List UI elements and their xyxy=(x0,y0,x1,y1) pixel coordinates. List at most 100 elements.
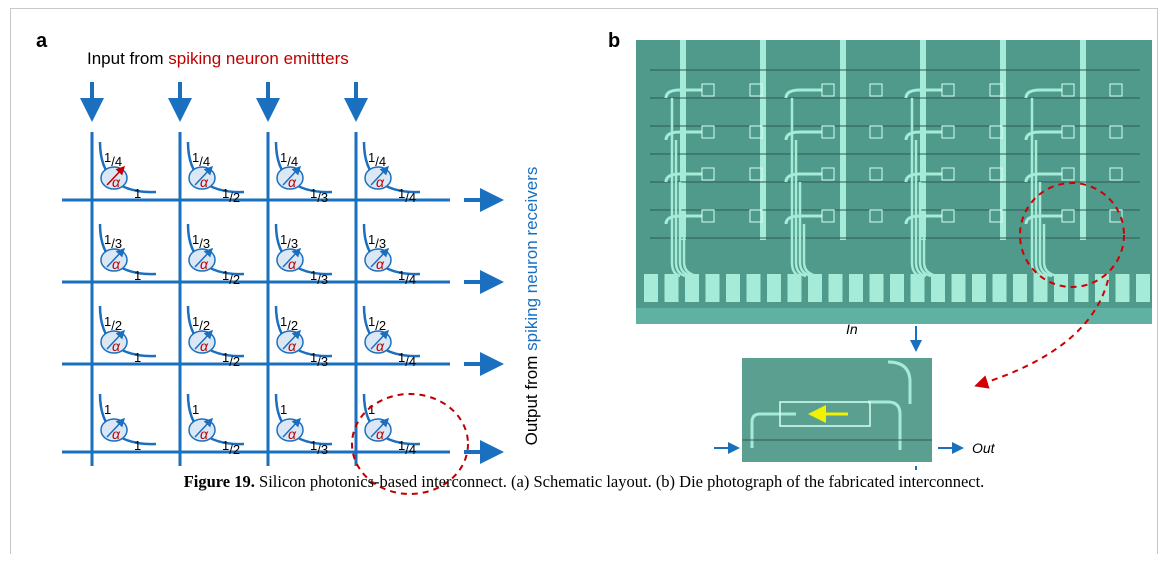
alpha-symbol: α xyxy=(376,256,385,272)
bond-pad xyxy=(951,274,966,302)
device-trace xyxy=(784,130,822,141)
device-coupler xyxy=(869,209,883,223)
device-coupler xyxy=(941,167,955,181)
device-coupler xyxy=(1061,125,1075,139)
bond-pad xyxy=(808,274,822,302)
coupler-direction-arrow xyxy=(370,165,390,186)
bond-pad xyxy=(849,274,863,302)
device-coupler xyxy=(821,209,835,223)
device-coupler xyxy=(749,125,763,139)
alpha-symbol: α xyxy=(200,174,209,190)
column-ratio-label: 1 xyxy=(134,350,141,365)
output-trace xyxy=(674,140,687,278)
feed-trace xyxy=(840,40,846,240)
alpha-symbol: α xyxy=(288,426,297,442)
alpha-symbol: α xyxy=(376,174,385,190)
coupler-direction-arrow xyxy=(282,165,302,186)
device-trace xyxy=(904,172,942,183)
device-coupler xyxy=(989,167,1003,181)
alpha-symbol: α xyxy=(200,338,209,354)
alpha-symbol: α xyxy=(112,338,121,354)
device-trace xyxy=(1024,172,1062,183)
highlight-circle xyxy=(1019,182,1125,288)
device-coupler xyxy=(701,167,715,181)
bond-pad xyxy=(1095,274,1109,302)
bond-pad xyxy=(726,274,740,302)
device-coupler xyxy=(1109,83,1123,97)
bond-pad xyxy=(890,274,904,302)
bond-pad xyxy=(1136,274,1150,302)
column-ratio-label: 1 xyxy=(134,186,141,201)
device-coupler xyxy=(1061,167,1075,181)
device-coupler xyxy=(989,209,1003,223)
output-heading: Output from spiking neuron receivers xyxy=(522,167,541,446)
zoom-trace xyxy=(750,412,796,448)
row-ratio-label: 1/3 xyxy=(104,232,122,251)
device-coupler xyxy=(1061,83,1075,97)
alpha-symbol: α xyxy=(200,426,209,442)
device-coupler xyxy=(1109,209,1123,223)
device-coupler xyxy=(869,125,883,139)
coupler-direction-arrow xyxy=(106,329,126,350)
row-ratio-label: 1 xyxy=(104,402,111,417)
die-photograph: In Out xyxy=(636,40,1152,470)
column-ratio-label: 1/4 xyxy=(398,438,416,457)
column-ratio-label: 1/3 xyxy=(310,350,328,369)
figure-caption: Figure 19. Silicon photonics-based inter… xyxy=(183,472,985,491)
row-ratio-label: 1/2 xyxy=(104,314,122,333)
bond-pad xyxy=(767,274,781,302)
coupler-direction-arrow xyxy=(194,329,214,350)
row-ratio-label: 1 xyxy=(280,402,287,417)
device-trace xyxy=(784,214,822,225)
device-coupler xyxy=(1061,209,1075,223)
coupler-direction-arrow xyxy=(106,247,126,268)
crossbar-grid: α1/41α1/41/2α1/41/3α1/41/4α1/31α1/31/2α1… xyxy=(62,82,504,495)
highlight-circle xyxy=(351,393,469,495)
device-coupler xyxy=(821,167,835,181)
device-trace xyxy=(1024,214,1062,225)
device-trace xyxy=(664,130,702,141)
device-coupler xyxy=(701,83,715,97)
zoom-connector-arrow xyxy=(974,279,1109,389)
device-coupler xyxy=(701,209,715,223)
row-ratio-label: 1/4 xyxy=(368,150,386,169)
column-ratio-label: 1/3 xyxy=(310,268,328,287)
bond-pad xyxy=(705,274,720,302)
panel-a-label: a xyxy=(36,30,48,52)
schematic-diagram: Input from spiking neuron emittters Outp… xyxy=(62,49,541,495)
coupler-direction-arrow xyxy=(282,329,302,350)
device-coupler xyxy=(821,83,835,97)
row-ratio-label: 1/3 xyxy=(368,232,386,251)
device-coupler xyxy=(821,125,835,139)
device-trace xyxy=(1024,130,1062,141)
device-trace xyxy=(664,88,702,99)
row-ratio-label: 1/3 xyxy=(192,232,210,251)
device-coupler xyxy=(749,167,763,181)
alpha-symbol: α xyxy=(288,174,297,190)
bond-pad xyxy=(992,274,1007,302)
bond-pad xyxy=(1013,274,1027,302)
device-coupler xyxy=(989,125,1003,139)
alpha-symbol: α xyxy=(376,426,385,442)
coupler-direction-arrow xyxy=(282,247,302,268)
alpha-symbol: α xyxy=(288,256,297,272)
device-trace xyxy=(1024,88,1062,99)
device-trace xyxy=(904,214,942,225)
column-ratio-label: 1/4 xyxy=(398,268,416,287)
device-trace xyxy=(784,172,822,183)
row-ratio-label: 1/4 xyxy=(280,150,298,169)
zoom-trace xyxy=(887,360,912,404)
coupler-direction-arrow xyxy=(194,165,214,186)
row-ratio-label: 1/4 xyxy=(192,150,210,169)
zoom-trace xyxy=(868,400,902,450)
chip-photo xyxy=(636,40,1152,324)
device-coupler xyxy=(869,83,883,97)
row-ratio-label: 1/2 xyxy=(192,314,210,333)
alpha-symbol: α xyxy=(112,256,121,272)
panel-b-label: b xyxy=(608,30,621,52)
column-ratio-label: 1 xyxy=(134,268,141,283)
bond-pad xyxy=(787,274,802,302)
bond-pad xyxy=(1054,274,1068,302)
bond-pad xyxy=(664,274,679,302)
